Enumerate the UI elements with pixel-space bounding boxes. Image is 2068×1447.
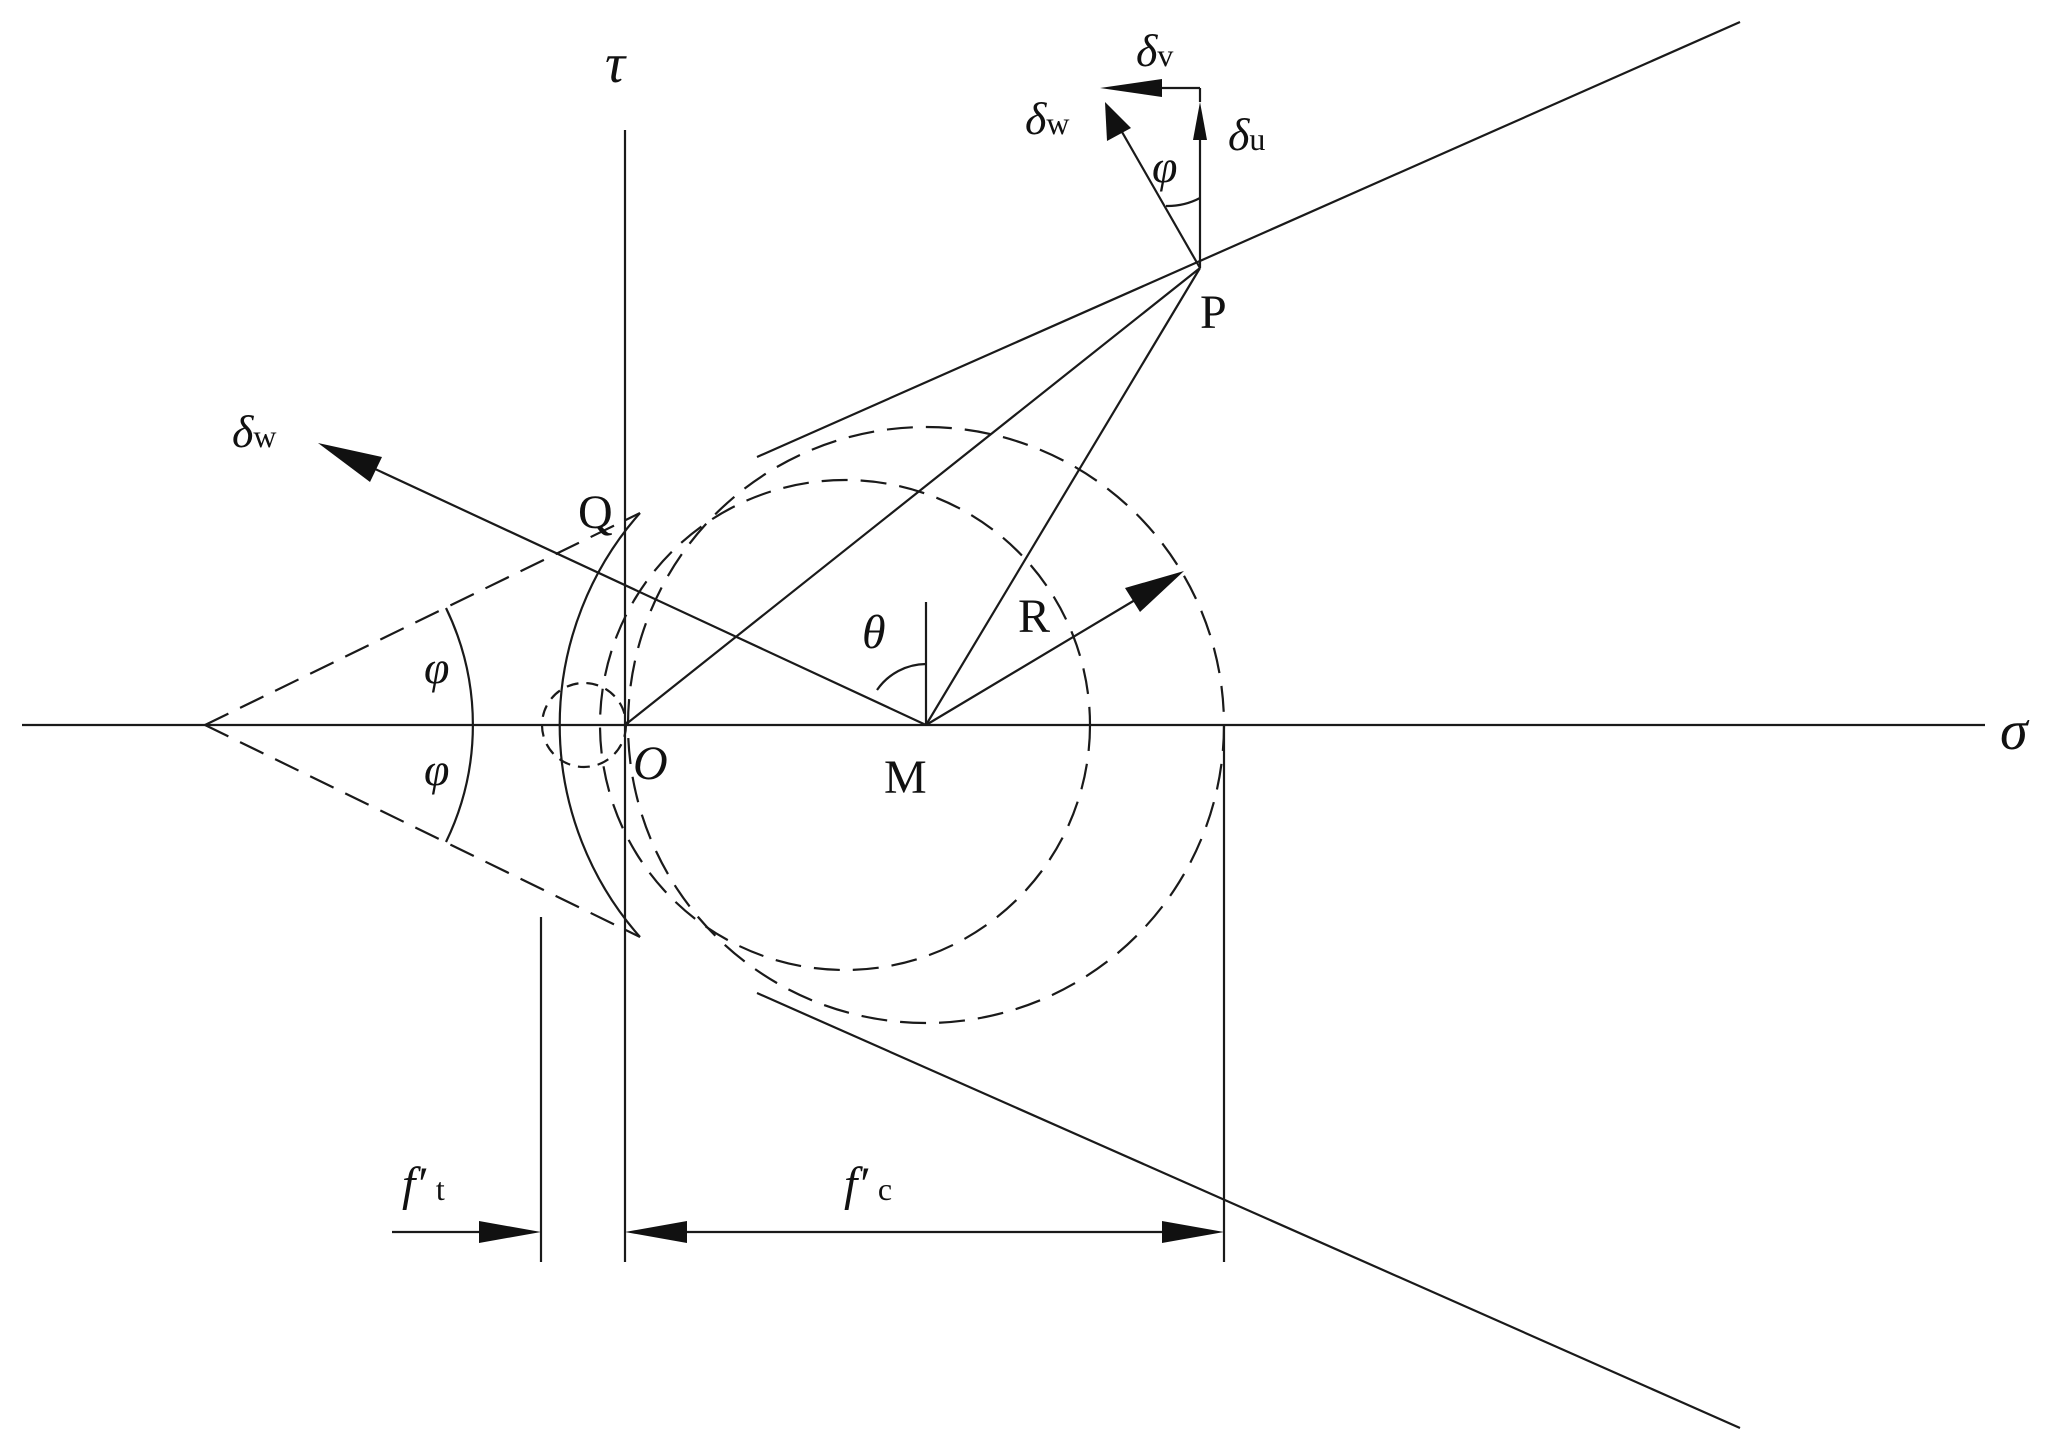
phi-arc <box>445 607 474 843</box>
delta-w-normal-label: δw <box>232 406 277 457</box>
sigma-axis-label: σ <box>2000 700 2030 762</box>
fc-arrowhead-left <box>625 1221 687 1243</box>
delta-w-shaft <box>1113 117 1201 269</box>
center-label: M <box>884 751 927 804</box>
fc-arrowhead-right <box>1162 1221 1224 1243</box>
phi-angle-arc-p <box>1165 197 1201 208</box>
delta-v-label: δv <box>1136 25 1173 76</box>
delta-v-arrowhead <box>1100 79 1162 97</box>
delta-u-label: δu <box>1228 109 1265 160</box>
envelope-upper-dashed <box>204 512 641 726</box>
fc-label: f′c <box>844 1158 892 1211</box>
delta-u-arrowhead <box>1193 102 1207 140</box>
delta-w-vector-label: δw <box>1025 93 1070 144</box>
envelope-lower-dashed <box>204 724 641 938</box>
line-o-to-p <box>624 267 1201 726</box>
tau-axis-label: τ <box>605 33 627 95</box>
envelope-lower-line <box>756 991 1741 1430</box>
delta-w-normal-arrowhead <box>318 443 382 482</box>
ft-label: f′t <box>402 1158 445 1211</box>
tension-cap-arc <box>558 512 641 938</box>
phi-lower-label: φ <box>424 744 449 795</box>
radius-arrowhead <box>1125 571 1184 612</box>
delta-w-arrowhead <box>1105 102 1131 141</box>
radius-line <box>925 596 1141 726</box>
line-m-to-p <box>925 267 1201 726</box>
delta-w-normal-line <box>359 461 927 726</box>
point-p-label: P <box>1200 286 1227 339</box>
radius-label: R <box>1018 590 1050 643</box>
phi-p-label: φ <box>1152 141 1177 192</box>
origin-label: O <box>633 737 668 790</box>
theta-angle-arc <box>876 662 927 691</box>
theta-label: θ <box>862 606 886 659</box>
envelope-upper-line <box>756 20 1741 459</box>
phi-upper-label: φ <box>424 642 449 693</box>
point-q-label: Q <box>578 486 613 539</box>
inner-mohr-circle <box>598 478 1092 972</box>
ft-arrowhead <box>479 1221 541 1243</box>
